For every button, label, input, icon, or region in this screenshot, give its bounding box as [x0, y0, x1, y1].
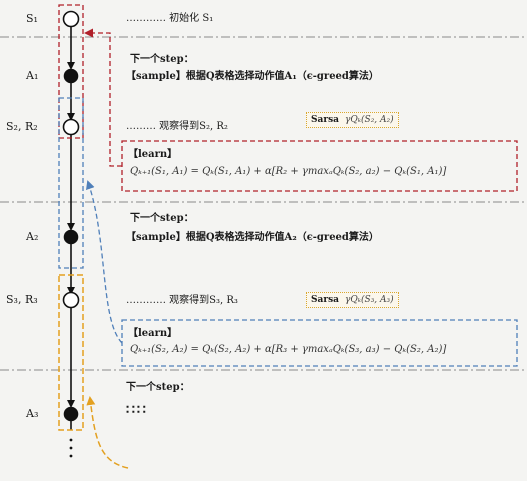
sarsa-word-1: Sarsa [311, 115, 339, 125]
action-node-a3 [63, 406, 79, 422]
blue-step-box [58, 97, 84, 269]
red-step-box [58, 4, 84, 139]
label-a3: A₃ [26, 407, 39, 420]
state-node-s1 [62, 10, 80, 28]
note-sample-1: 【sample】根据Q表格选择动作值A₁（ϵ-greed算法） [126, 71, 379, 82]
orange-step-box [58, 274, 84, 431]
red-feedback-arrow [84, 28, 122, 167]
state-node-s3 [62, 291, 80, 309]
learn-box-2 [121, 319, 518, 367]
sarsa-word-2: Sarsa [311, 295, 339, 305]
blue-feedback-arrow [86, 180, 123, 344]
note-next-step-2: 下一个step： [130, 213, 194, 224]
note-observe-1: ……… 观察得到S₂, R₂ [126, 121, 228, 132]
learn-tag-2: 【learn】 [128, 328, 178, 339]
note-init: ………… 初始化 S₁ [126, 13, 214, 24]
note-next-step-3: 下一个step： [126, 382, 190, 393]
label-a1: A₁ [26, 69, 39, 82]
sarsa-box-1: Sarsa γQₖ(S₂, A₂) [306, 112, 399, 128]
action-node-a1 [63, 68, 79, 84]
label-s2-r2: S₂, R₂ [6, 120, 38, 133]
learn-formula-2: Qₖ₊₁(S₂, A₂) = Qₖ(S₂, A₂) + α[R₃ + γmaxₐ… [130, 344, 447, 355]
note-dots: ∷∷ [126, 402, 148, 418]
sarsa-formula-1: γQₖ(S₂, A₂) [344, 115, 394, 125]
timeline-nodes [62, 10, 80, 422]
timeline-continuation-dots [69, 438, 73, 458]
label-s1: S₁ [26, 12, 38, 25]
note-next-step-1: 下一个step： [130, 54, 194, 65]
learn-formula-1: Qₖ₊₁(S₁, A₁) = Qₖ(S₁, A₁) + α[R₂ + γmaxₐ… [130, 166, 447, 177]
step-separators [0, 36, 527, 371]
sarsa-box-2: Sarsa γQₖ(S₃, A₃) [306, 292, 399, 308]
learn-tag-1: 【learn】 [128, 149, 178, 160]
label-a2: A₂ [26, 230, 39, 243]
red-step-frame [58, 4, 518, 192]
state-node-s2 [62, 118, 80, 136]
orange-feedback-arrow [86, 396, 129, 469]
sarsa-formula-2: γQₖ(S₃, A₃) [344, 295, 394, 305]
note-observe-2: ………… 观察得到S₃, R₃ [126, 295, 238, 306]
label-s3-r3: S₃, R₃ [6, 293, 38, 306]
note-sample-2: 【sample】根据Q表格选择动作值A₂（ϵ-greed算法） [126, 232, 379, 243]
action-node-a2 [63, 229, 79, 245]
